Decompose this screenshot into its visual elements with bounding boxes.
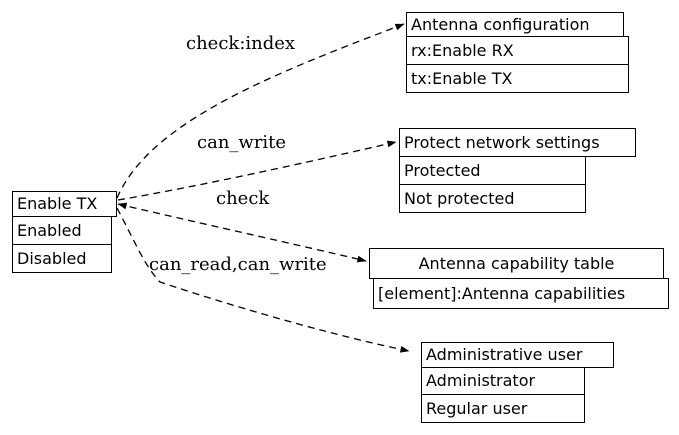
node-antenna-configuration-row-rx: rx:Enable RX	[406, 36, 629, 65]
edge-label-can-read-can-write: can_read,can_write	[149, 254, 327, 275]
node-antenna-capability-table-title: Antenna capability table	[369, 248, 664, 279]
node-protect-network-settings-title: Protect network settings	[399, 128, 636, 157]
node-protect-network-settings-row-not-protected: Not protected	[399, 184, 586, 213]
node-antenna-configuration-title: Antenna configuration	[406, 12, 624, 37]
node-administrative-user-row-administrator: Administrator	[421, 367, 585, 395]
node-enable-tx-title: Enable TX	[12, 191, 117, 217]
node-antenna-configuration-row-tx: tx:Enable TX	[406, 64, 629, 93]
node-protect-network-settings-row-protected: Protected	[399, 156, 586, 185]
edge-can-read-can-write-line	[116, 207, 410, 353]
edge-check-line	[117, 202, 367, 263]
node-antenna-capability-table-row-element: [element]:Antenna capabilities	[373, 278, 669, 309]
node-administrative-user-row-regular-user: Regular user	[421, 394, 585, 423]
edge-label-can-write: can_write	[197, 132, 287, 153]
node-enable-tx-row-enabled: Enabled	[12, 216, 112, 245]
edge-label-check-index: check:index	[186, 33, 296, 54]
edge-label-check: check	[216, 188, 270, 209]
node-enable-tx-row-disabled: Disabled	[12, 244, 112, 273]
edge-check-index-line	[116, 23, 405, 199]
node-administrative-user-title: Administrative user	[421, 342, 614, 368]
edge-can-write-line	[117, 140, 397, 201]
